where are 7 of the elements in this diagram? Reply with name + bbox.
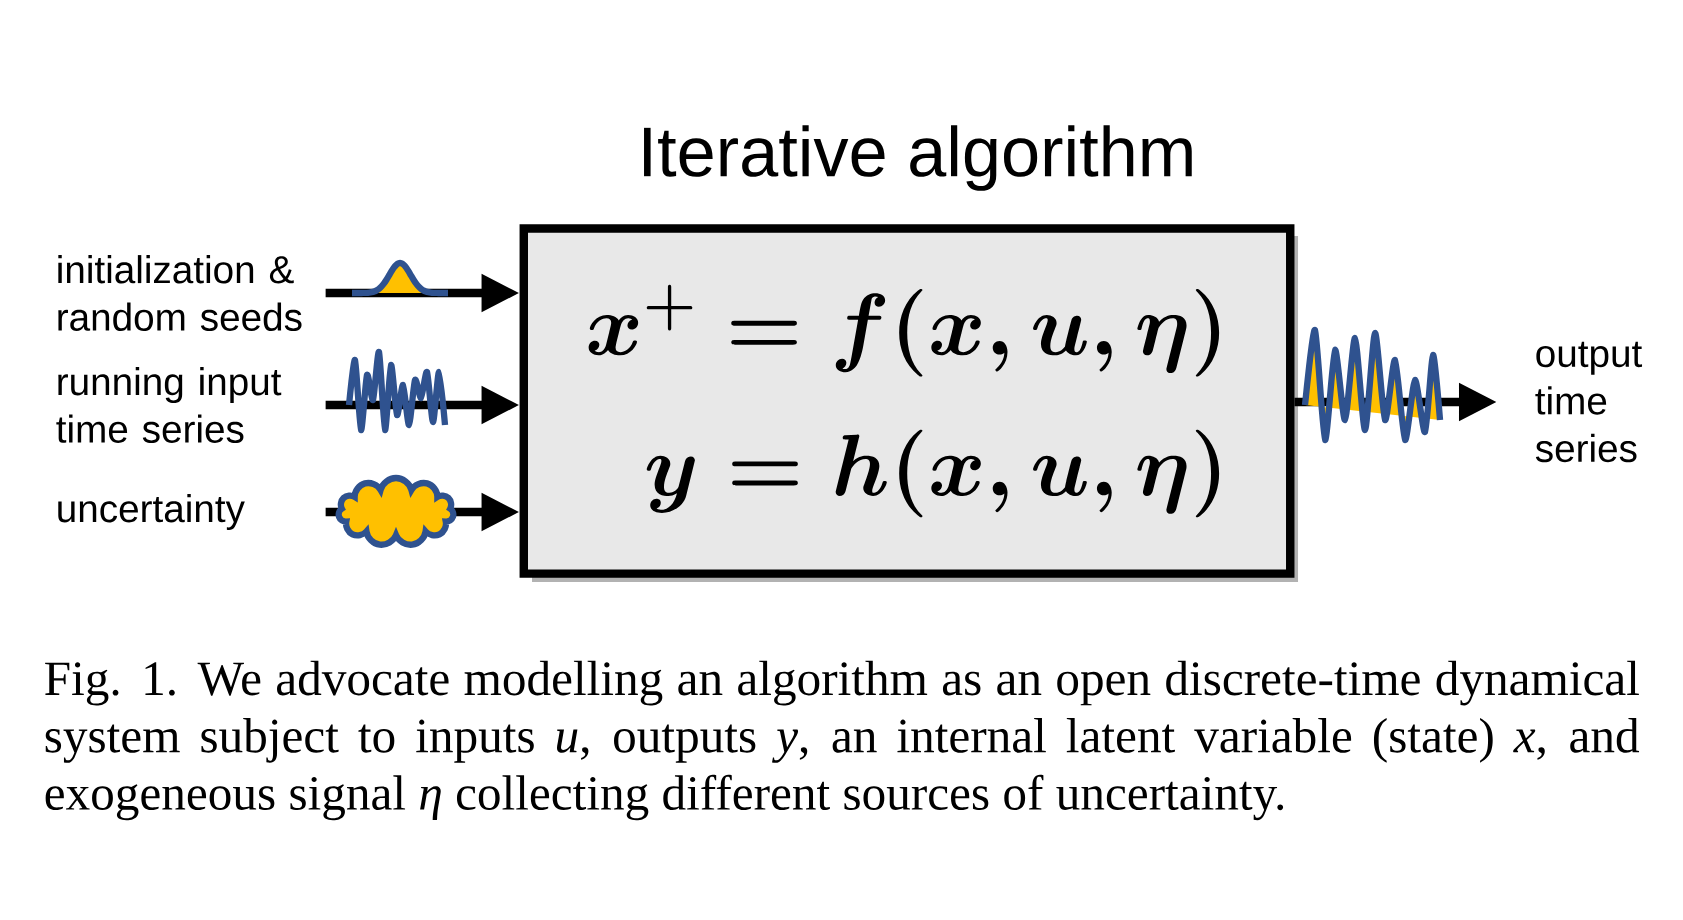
signal-label: initialization & random seeds	[58, 255, 302, 331]
signal-label: running input time series	[56, 367, 282, 443]
process-box: $x^{+} = f(x,u,\eta)$ $y = h(x,u,\eta)$	[519, 224, 1299, 582]
signal-label: uncertainty	[58, 494, 245, 530]
signal-label: output time series	[1535, 341, 1643, 463]
caption: Fig. 1. We advocate modelling an algorithm as an open discrete-time dynamical system subject to inputs u, outputs y, an internal latent variable (state) x, and exogeneous signal η collecting different sources of uncertainty.	[45, 660, 1640, 821]
title: Iterative algorithm	[644, 125, 1192, 191]
